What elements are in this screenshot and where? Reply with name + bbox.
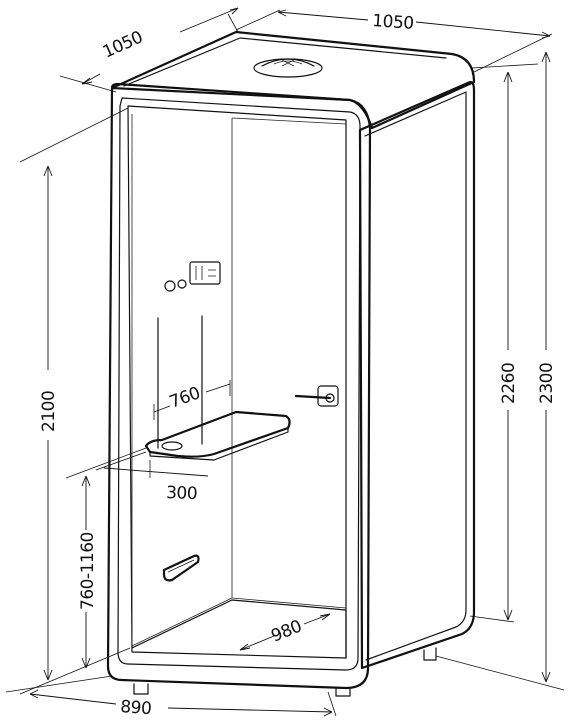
dimension-top-depth: 1050 (100, 28, 146, 63)
dimension-top-width: 1050 (372, 11, 415, 34)
vent-grille-icon (162, 554, 200, 582)
dimension-inner-height: 2260 (499, 363, 519, 404)
dimension-desk-height: 760-1160 (78, 532, 98, 610)
dimension-total-height: 2300 (537, 363, 557, 404)
ventilation-fan-icon (253, 58, 323, 78)
dimension-lines (5, 7, 565, 717)
dimension-floor-depth: 980 (268, 616, 304, 646)
booth-body (106, 30, 476, 697)
dimension-door-height: 2100 (39, 391, 59, 432)
control-panel-icon (164, 261, 221, 292)
dimension-desk-width: 760 (167, 383, 203, 412)
door-handle-icon (294, 385, 339, 407)
dimension-base-width: 890 (120, 697, 152, 719)
desk (144, 315, 291, 461)
dimension-desk-depth: 300 (166, 483, 198, 504)
